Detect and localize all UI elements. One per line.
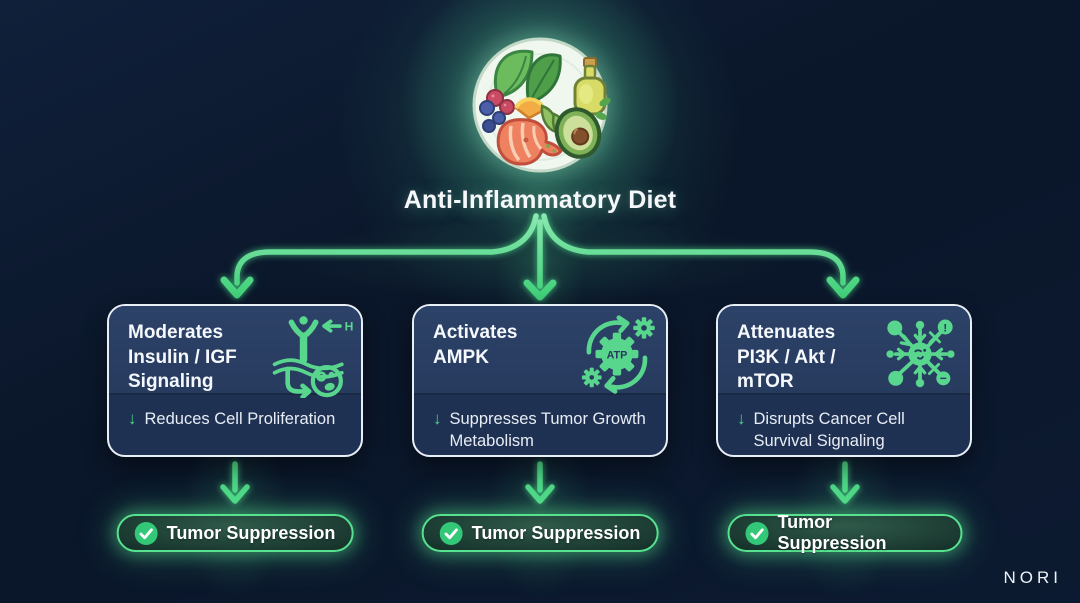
box-header: Activates AMPK — [414, 306, 666, 395]
box-effect: ↓ Reduces Cell Proliferation — [109, 395, 361, 430]
outcome-label: Tumor Suppression — [777, 512, 887, 553]
outcome-label: Tumor Suppression — [166, 522, 336, 543]
outcome-pill: Tumor Suppression — [727, 512, 963, 553]
ampk-atp-gears-icon: ATP — [574, 306, 666, 394]
branch-arrowhead-right — [826, 276, 860, 299]
small-gear-bottom-left — [581, 367, 602, 388]
diet-plate-illustration — [462, 28, 618, 182]
outcome-label: Tumor Suppression — [471, 522, 641, 543]
pathway-box-pi3k-akt-mtor: Attenuates PI3K / Akt / mTOR — [716, 304, 972, 457]
big-gear — [595, 332, 639, 376]
insulin-igf-receptor-icon: H — [269, 306, 361, 398]
outcome-arrow-center — [525, 461, 555, 504]
outcome-arrow-left — [220, 461, 250, 504]
plate-icon — [472, 37, 611, 173]
box-title-line: Attenuates — [737, 322, 836, 343]
decrease-arrow-icon: ↓ — [128, 409, 137, 428]
olive-oil-bottle-icon — [573, 57, 611, 120]
hormone-label: H — [345, 320, 353, 334]
box-title-line: mTOR — [737, 371, 794, 393]
box-effect: ↓ Disrupts Cancer Cell Survival Signalin… — [718, 395, 970, 453]
avocado-half-icon — [554, 107, 602, 159]
decrease-arrow-icon: ↓ — [737, 409, 746, 428]
box-title-line: Activates — [433, 322, 518, 343]
box-header: Moderates Insulin / IGF Signaling — [109, 306, 361, 398]
page-title: Anti-Inflammatory Diet — [403, 186, 677, 214]
atp-label: ATP — [607, 349, 628, 361]
branch-arrow-left — [234, 213, 539, 286]
brand-logo: NORI — [1003, 568, 1062, 587]
decrease-arrow-icon: ↓ — [433, 409, 442, 428]
alert-label: ! — [943, 323, 947, 335]
berries-icon — [479, 89, 515, 133]
effect-text: Disrupts Cancer Cell Survival Signaling — [753, 410, 905, 451]
check-icon — [745, 521, 769, 545]
box-title-line: PI3K / Akt / — [737, 346, 836, 368]
check-icon — [439, 521, 463, 545]
box-title-line: AMPK — [433, 346, 489, 368]
check-icon — [134, 521, 158, 545]
outcome-pill: Tumor Suppression — [421, 514, 659, 552]
branch-arrow-right — [541, 213, 846, 286]
small-gear-top-right — [633, 317, 655, 339]
pi3k-akt-mtor-network-icon: ! − — [878, 306, 970, 393]
box-header: Attenuates PI3K / Akt / mTOR — [718, 306, 970, 395]
effect-text: Suppresses Tumor Growth Metabolism — [449, 410, 646, 451]
box-title-line: Insulin / IGF — [128, 346, 237, 368]
salmon-icon — [496, 118, 563, 166]
box-title: Activates AMPK — [414, 306, 574, 393]
pathway-box-ampk: Activates AMPK — [412, 304, 668, 457]
minus-label: − — [940, 372, 947, 386]
branch-arrowhead-center — [523, 279, 557, 301]
box-effect: ↓ Suppresses Tumor Growth Metabolism — [414, 395, 666, 453]
box-title-line: Moderates — [128, 322, 224, 343]
box-title: Moderates Insulin / IGF Signaling — [109, 306, 269, 393]
branch-arrowhead-left — [220, 276, 254, 299]
outcome-arrow-right — [830, 461, 860, 504]
leaf-icon — [493, 49, 534, 98]
pathway-box-insulin-igf: Moderates Insulin / IGF Signaling — [107, 304, 363, 457]
box-title-line: Signaling — [128, 371, 214, 393]
box-title: Attenuates PI3K / Akt / mTOR — [718, 306, 878, 393]
effect-text: Reduces Cell Proliferation — [144, 410, 336, 428]
outcome-pill: Tumor Suppression — [116, 514, 354, 552]
